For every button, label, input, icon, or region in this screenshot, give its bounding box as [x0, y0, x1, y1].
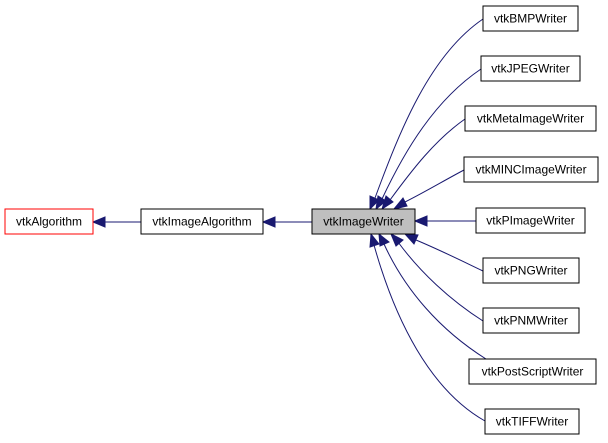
edge-vtkTIFFWriter-to-vtkImageWriter: [369, 232, 486, 422]
edges-layer: [91, 18, 487, 422]
node-label-vtkJPEGWriter: vtkJPEGWriter: [491, 62, 569, 76]
arrowhead-icon: [369, 232, 380, 248]
node-label-vtkMetaImageWriter: vtkMetaImageWriter: [477, 112, 584, 126]
edge-line: [373, 244, 486, 422]
node-vtkPostScriptWriter[interactable]: vtkPostScriptWriter: [468, 358, 597, 385]
edge-vtkPImageWriter-to-vtkImageWriter: [413, 215, 476, 227]
edge-vtkPNMWriter-to-vtkImageWriter: [390, 232, 484, 322]
node-label-vtkBMPWriter: vtkBMPWriter: [494, 12, 567, 26]
edge-line: [389, 118, 466, 201]
node-vtkAlgorithm[interactable]: vtkAlgorithm: [4, 208, 94, 235]
node-vtkPImageWriter[interactable]: vtkPImageWriter: [475, 207, 586, 234]
node-label-vtkImageWriter: vtkImageWriter: [323, 215, 403, 229]
node-vtkImageWriter[interactable]: vtkImageWriter: [311, 208, 416, 235]
node-label-vtkPImageWriter: vtkPImageWriter: [486, 214, 574, 228]
edge-line: [383, 243, 487, 360]
arrowhead-icon: [381, 195, 394, 211]
arrowhead-icon: [261, 216, 276, 228]
edge-vtkMetaImageWriter-to-vtkImageWriter: [381, 118, 466, 211]
edge-line: [374, 18, 484, 199]
edge-vtkImageWriter-to-vtkImageAlgorithm: [261, 216, 312, 228]
edge-line: [397, 241, 484, 322]
node-vtkBMPWriter[interactable]: vtkBMPWriter: [482, 5, 579, 32]
node-vtkImageAlgorithm[interactable]: vtkImageAlgorithm: [140, 208, 264, 235]
node-label-vtkPNMWriter: vtkPNMWriter: [494, 314, 568, 328]
node-label-vtkPostScriptWriter: vtkPostScriptWriter: [482, 365, 584, 379]
node-vtkTIFFWriter[interactable]: vtkTIFFWriter: [484, 408, 580, 435]
arrowhead-icon: [390, 232, 404, 247]
edge-line: [404, 169, 465, 203]
node-vtkJPEGWriter[interactable]: vtkJPEGWriter: [480, 55, 581, 82]
arrowhead-icon: [369, 195, 380, 211]
edge-line: [381, 68, 482, 200]
edge-vtkPostScriptWriter-to-vtkImageWriter: [378, 232, 487, 360]
edge-vtkJPEGWriter-to-vtkImageWriter: [375, 68, 482, 211]
arrowhead-icon: [375, 195, 387, 211]
node-label-vtkAlgorithm: vtkAlgorithm: [16, 215, 82, 229]
node-label-vtkImageAlgorithm: vtkImageAlgorithm: [152, 215, 251, 229]
arrowhead-icon: [378, 232, 390, 247]
edge-vtkMINCImageWriter-to-vtkImageWriter: [392, 169, 465, 210]
node-vtkMINCImageWriter[interactable]: vtkMINCImageWriter: [463, 156, 599, 183]
node-vtkPNGWriter[interactable]: vtkPNGWriter: [482, 257, 580, 284]
node-label-vtkMINCImageWriter: vtkMINCImageWriter: [475, 163, 586, 177]
edge-vtkBMPWriter-to-vtkImageWriter: [369, 18, 484, 211]
arrowhead-icon: [403, 233, 419, 245]
arrowhead-icon: [413, 215, 428, 227]
node-vtkMetaImageWriter[interactable]: vtkMetaImageWriter: [464, 105, 597, 132]
nodes-layer: vtkAlgorithm vtkImageAlgorithm vtkImageW…: [4, 5, 599, 435]
node-label-vtkTIFFWriter: vtkTIFFWriter: [496, 415, 568, 429]
node-vtkPNMWriter[interactable]: vtkPNMWriter: [482, 307, 580, 334]
arrowhead-icon: [392, 197, 408, 210]
edge-vtkImageAlgorithm-to-vtkAlgorithm: [91, 216, 141, 228]
arrowhead-icon: [91, 216, 106, 228]
node-label-vtkPNGWriter: vtkPNGWriter: [494, 264, 567, 278]
edge-line: [415, 239, 484, 272]
